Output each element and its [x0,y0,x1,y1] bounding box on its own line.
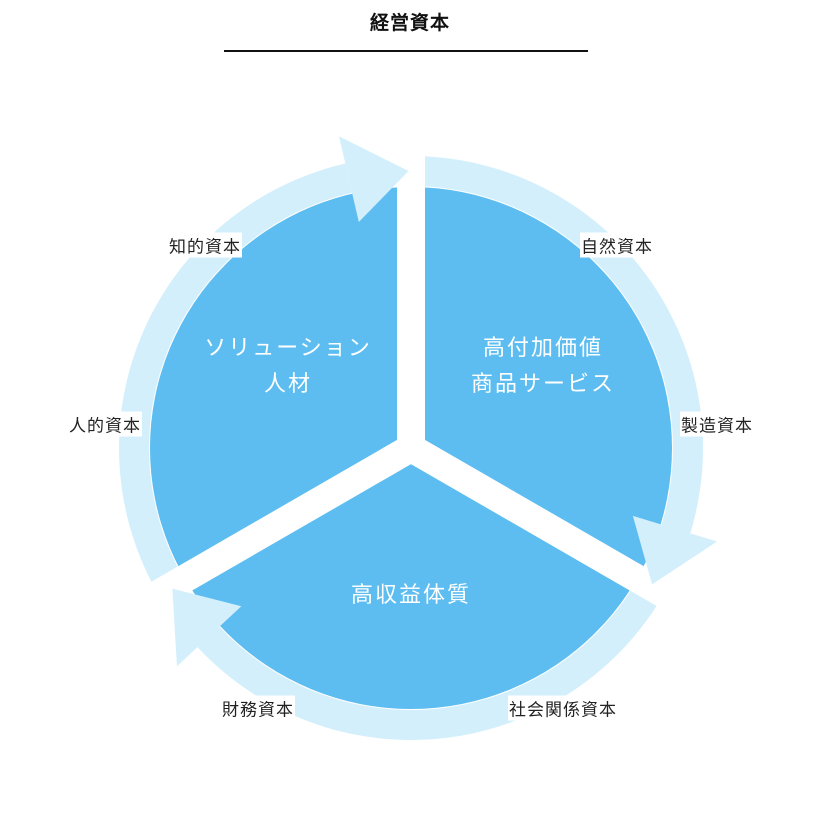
segment-high-value-products: 高付加価値 商品サービス [471,331,615,403]
capital-human: 人的資本 [68,411,142,437]
segment-divider [403,435,678,611]
capital-manufactured: 製造資本 [680,411,754,437]
capital-intellectual: 知的資本 [168,232,242,258]
segment-solution-talent: ソリューション 人材 [204,331,372,403]
segment-divider [144,435,419,611]
segment-label-line: 人材 [263,372,312,397]
segment-label-line: 商品サービス [470,372,616,397]
capital-financial: 財務資本 [221,695,295,721]
ring-arrow-right-band [415,156,703,534]
ring-arrow-top-left-head-icon [339,136,409,222]
segment-label-line: ソリューション [204,336,372,361]
title-underline [224,50,588,52]
diagram-title: 経営資本 [369,12,450,34]
segment-label-line: 高付加価値 [482,336,604,361]
segment-label-line: 高収益体質 [350,583,472,608]
ring-arrow-bottom-head-icon [172,588,242,667]
capital-social-relationship: 社会関係資本 [508,695,618,721]
ring-arrow-right-head-icon [632,515,718,585]
segment-high-profitability: 高収益体質 [351,578,471,614]
capital-natural: 自然資本 [580,232,654,258]
